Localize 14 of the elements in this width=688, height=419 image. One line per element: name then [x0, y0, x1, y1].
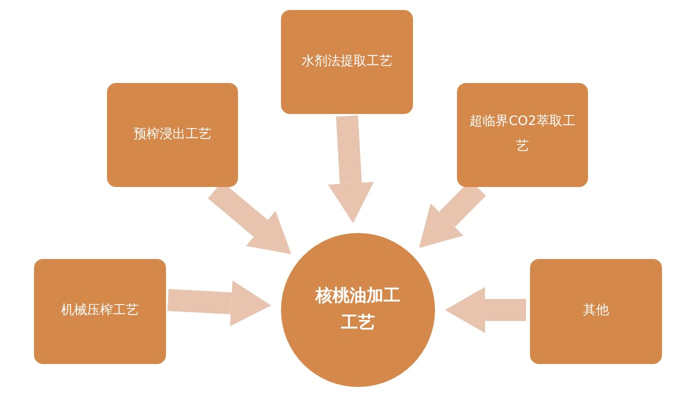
box-label: 预榨浸出工艺 — [134, 126, 212, 144]
arrow — [445, 287, 526, 333]
center-label: 核桃油加工工艺 — [314, 284, 402, 335]
arrow — [328, 115, 374, 224]
process-box — [281, 10, 413, 114]
box-label: 机械压榨工艺 — [61, 302, 139, 320]
arrow — [167, 280, 272, 326]
process-box — [530, 259, 662, 364]
box-label: 水剂法提取工艺 — [302, 52, 392, 71]
process-box — [457, 83, 588, 187]
box-label: 超临界CO2萃取工艺 — [468, 113, 576, 156]
box-label: 其他 — [583, 302, 609, 320]
process-box — [107, 83, 238, 187]
process-box — [34, 259, 166, 364]
